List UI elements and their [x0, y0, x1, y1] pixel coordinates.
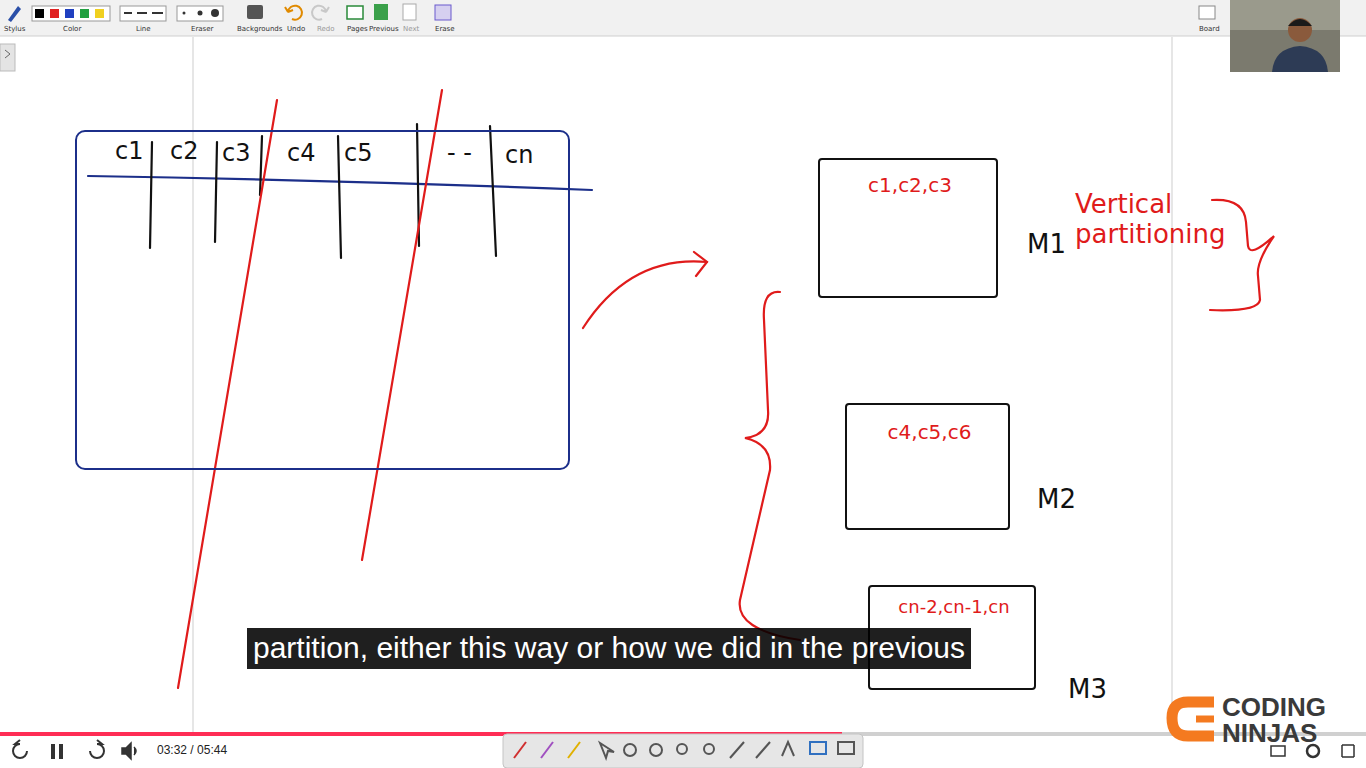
line-icon	[124, 12, 163, 14]
logo-mark	[1196, 716, 1214, 723]
eraser-picker	[177, 6, 223, 21]
partition-columns: c1,c2,c3	[868, 174, 952, 197]
tool-icon	[541, 742, 553, 758]
pages-icon	[347, 6, 363, 19]
toolbar-label: Pages	[347, 25, 368, 33]
board-icon	[1199, 6, 1215, 19]
eraser-dot	[198, 11, 203, 16]
partition-cut	[178, 100, 277, 688]
undo-icon	[285, 6, 302, 20]
column-name: c1	[115, 138, 143, 166]
volume-icon	[122, 743, 136, 759]
presenter-body	[1272, 46, 1328, 72]
toolbar-label: Erase	[435, 25, 455, 33]
line-picker	[120, 6, 166, 21]
toolbar-label: Redo	[317, 25, 335, 33]
toolbar-label: Stylus	[4, 25, 25, 33]
toolbar-bar	[0, 0, 1366, 36]
tool-icon	[568, 742, 580, 758]
toolbar-label: Color	[63, 25, 81, 33]
tool-icon	[600, 743, 614, 758]
color-swatch	[80, 9, 89, 18]
column-name: cn	[505, 142, 533, 170]
toolbar-label: Next	[403, 25, 419, 33]
logo-mark	[1172, 702, 1214, 736]
time-display: 03:32 / 05:44	[157, 744, 227, 758]
toolbar-label: Eraser	[191, 25, 213, 33]
tool-icon	[677, 744, 687, 754]
forward-icon	[90, 740, 104, 758]
label-brace	[1210, 200, 1274, 310]
machine-name: M3	[1068, 675, 1107, 705]
color-swatch	[95, 9, 104, 18]
partition-columns: c4,c5,c6	[888, 421, 972, 444]
machine-box: c4,c5,c6M2	[845, 403, 1010, 530]
toolbar-label: Line	[136, 25, 151, 33]
tool-icon	[514, 742, 526, 758]
machine-name: M2	[1037, 485, 1076, 515]
partition-cut	[362, 90, 442, 560]
toolbar-label: Previous	[369, 25, 399, 33]
eraser-dot	[183, 12, 186, 15]
toolbar-edge	[0, 36, 1366, 37]
tool-icon	[650, 744, 662, 756]
group-brace	[740, 292, 800, 640]
column-name: c2	[170, 138, 198, 166]
flow-arrow	[583, 261, 707, 328]
webcam-wall	[1230, 0, 1340, 30]
previous-icon	[374, 4, 388, 20]
webcam-frame	[1230, 0, 1340, 72]
board-margin	[1171, 37, 1173, 732]
color-palette	[32, 6, 110, 21]
tool-icon	[810, 742, 826, 754]
tool-icon	[704, 744, 714, 754]
partition-columns: cn-2,cn-1,cn	[898, 597, 1009, 618]
column-divider	[215, 142, 217, 242]
tool-icon	[838, 742, 854, 754]
column-name: c3	[222, 140, 250, 168]
column-divider	[338, 136, 341, 258]
machine-name: M1	[1027, 230, 1066, 260]
fullscreen-icon	[1342, 745, 1354, 757]
tool-icon	[782, 742, 794, 756]
sidebar-tab	[0, 44, 15, 71]
tool-icon	[730, 742, 744, 758]
erase-icon	[435, 5, 451, 20]
toolbar-label: Backgrounds	[237, 25, 282, 33]
color-swatch	[65, 9, 74, 18]
toolbar-label: Undo	[287, 25, 305, 33]
column-divider	[490, 126, 496, 256]
annotation-toolbar	[503, 734, 863, 768]
subtitle: partition, either this way or how we did…	[247, 628, 971, 669]
machine-box: c1,c2,c3M1	[818, 158, 998, 298]
arrow-head	[694, 252, 707, 276]
sidebar-arrow	[5, 50, 10, 58]
annotation-note: Vertical partitioning	[1075, 190, 1247, 250]
column-divider	[150, 142, 152, 248]
pause-icon	[59, 744, 63, 759]
column-name: c4	[287, 140, 315, 168]
presenter-hair	[1288, 19, 1312, 26]
tool-icon	[624, 744, 636, 756]
next-icon	[403, 4, 416, 20]
tool-icon	[756, 742, 770, 758]
toolbar-label: Board	[1199, 25, 1220, 33]
logo-text: NINJAS	[1222, 719, 1317, 749]
rewind-icon	[13, 740, 27, 758]
color-swatch	[35, 9, 44, 18]
column-name: c5	[344, 140, 372, 168]
column-name: - -	[447, 140, 472, 168]
eraser-dot	[211, 9, 219, 17]
redo-icon	[312, 6, 329, 20]
stylus-icon	[8, 6, 21, 22]
presenter-head	[1288, 18, 1312, 42]
table-box: c1 c2 c3 c4 c5 - - cn	[75, 130, 570, 470]
backgrounds-icon	[247, 5, 263, 19]
color-swatch	[50, 9, 59, 18]
pause-icon	[51, 744, 55, 759]
